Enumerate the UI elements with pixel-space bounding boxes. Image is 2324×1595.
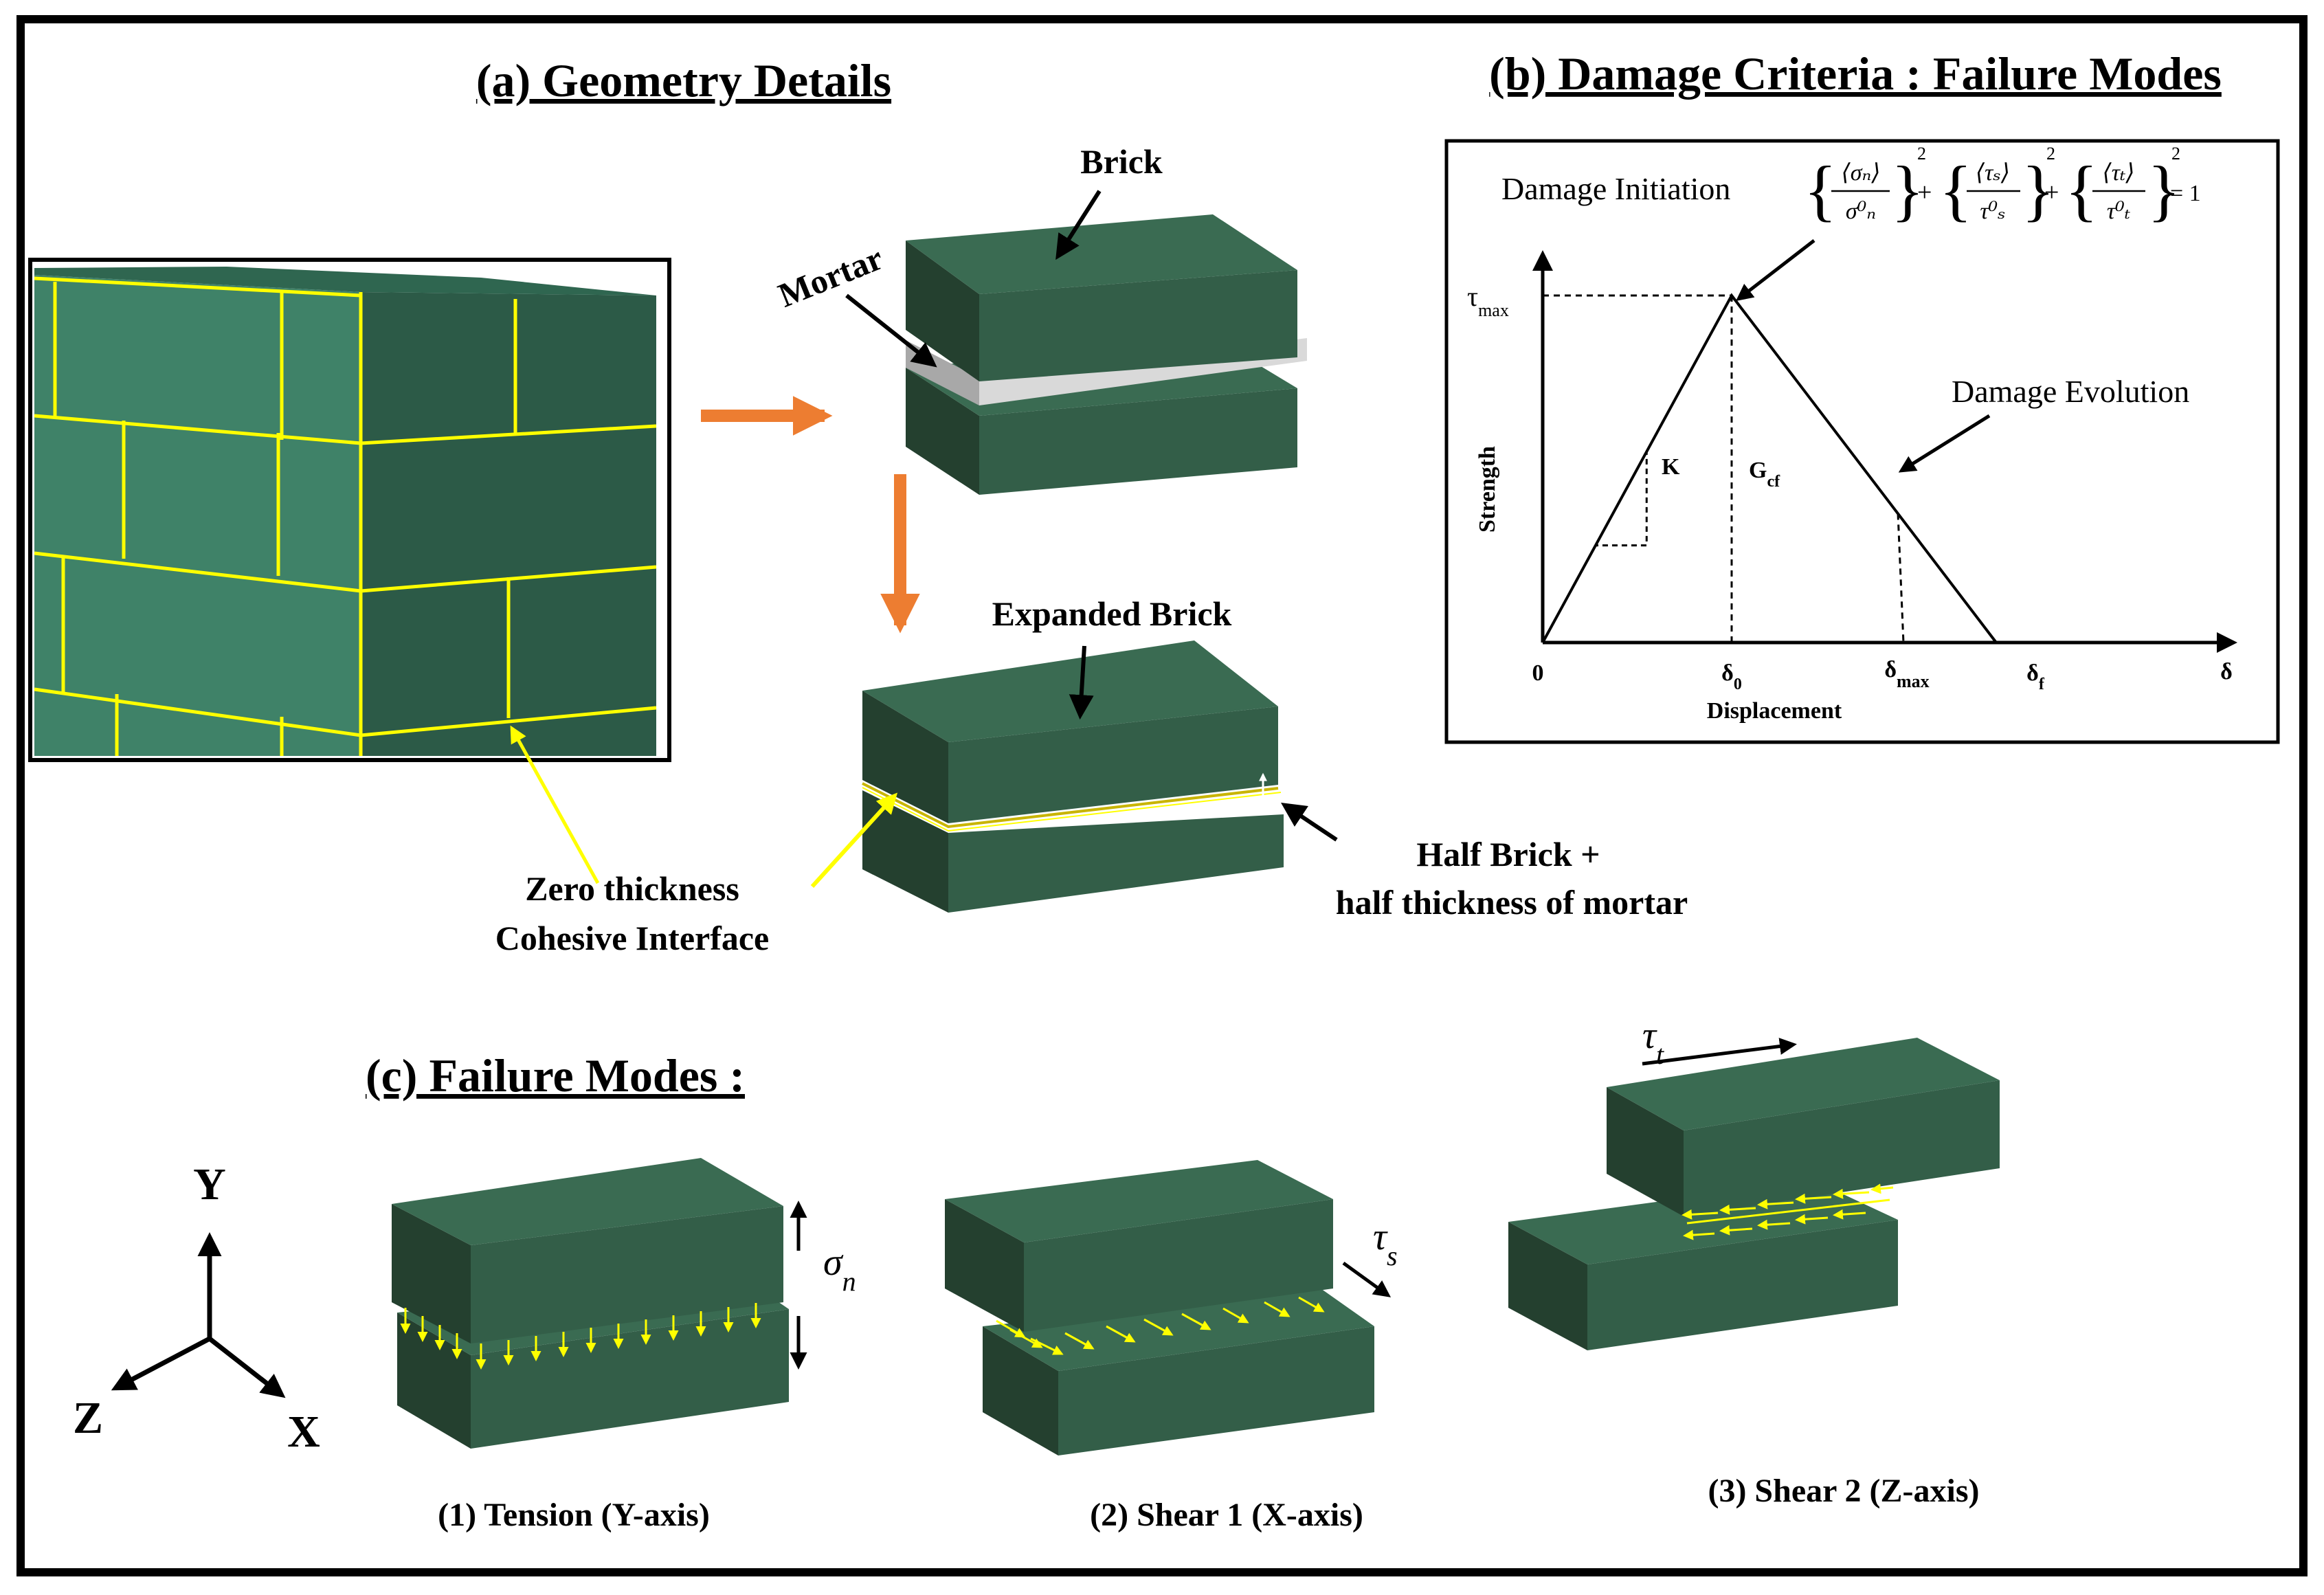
sigma-n-label: σn xyxy=(823,1241,856,1297)
stiffness-triangle xyxy=(1594,451,1648,547)
tick-delta-max: δmax xyxy=(1884,657,1929,691)
half-brick-leader xyxy=(1281,803,1338,842)
coordinate-axes xyxy=(111,1232,286,1398)
svg-text:}: } xyxy=(1891,152,1924,228)
damage-chart: τmax 0 δ0 δmax δf δ Displacement Strengt… xyxy=(1444,139,2280,744)
eq-plus-2: + xyxy=(2044,178,2059,207)
mode-tension xyxy=(392,1158,807,1449)
tau-s-label: τs xyxy=(1373,1216,1398,1271)
eq-sigma-n: ⟨σₙ⟩ xyxy=(1841,160,1880,186)
axis-x-label: X xyxy=(287,1407,320,1457)
damage-initiation-label: Damage Initiation xyxy=(1501,171,1730,206)
eq-tau0-t: τ⁰ₜ xyxy=(2107,199,2131,224)
expanded-brick-leader xyxy=(1069,645,1094,720)
wall-joints xyxy=(34,276,657,756)
shear-z-force-arrows xyxy=(1681,1183,1894,1240)
panel-b-title: (b) Damage Criteria : Failure Modes xyxy=(1489,47,2222,100)
svg-text:{: { xyxy=(1804,152,1837,228)
tick-delta-0: δ0 xyxy=(1721,660,1742,693)
brick-leader xyxy=(1055,190,1102,260)
eq-equals: = 1 xyxy=(2170,181,2201,206)
eq-square-2: 2 xyxy=(2046,144,2055,164)
panel-c-title: (c) Failure Modes : xyxy=(366,1049,745,1102)
tick-tau-max: τmax xyxy=(1467,281,1509,320)
eq-plus-1: + xyxy=(1917,178,1932,207)
eq-square-3: 2 xyxy=(2171,144,2180,164)
label-half-brick: Half Brick + xyxy=(1416,835,1600,873)
caption-mode-3: (3) Shear 2 (Z-axis) xyxy=(1708,1473,1979,1509)
tick-zero: 0 xyxy=(1532,660,1544,686)
stiffness-label: K xyxy=(1662,454,1680,480)
tick-delta-f: δf xyxy=(2026,660,2045,693)
axis-z-label: Z xyxy=(73,1393,103,1443)
eq-tau0-s: τ⁰ₛ xyxy=(1980,199,2005,224)
label-zero-thickness: Zero thickness xyxy=(525,869,739,908)
panel-a-title: (a) Geometry Details xyxy=(476,54,891,107)
tau-t-label: τt xyxy=(1642,1014,1664,1070)
tick-delta: δ xyxy=(2220,659,2233,684)
caption-mode-2: (2) Shear 1 (X-axis) xyxy=(1090,1497,1363,1533)
brick-with-mortar xyxy=(906,214,1307,495)
tension-force-arrows xyxy=(400,1303,761,1370)
expanded-brick xyxy=(862,640,1284,913)
eq-tau-t: ⟨τₜ⟩ xyxy=(2102,160,2134,186)
chart-marks xyxy=(1541,293,1998,644)
caption-mode-1: (1) Tension (Y-axis) xyxy=(438,1497,710,1533)
svg-text:}: } xyxy=(2022,152,2055,228)
damage-initiation-leader xyxy=(1736,239,1815,302)
y-axis-label: Strength xyxy=(1475,446,1500,533)
label-cohesive-interface: Cohesive Interface xyxy=(495,919,770,957)
chart-frame xyxy=(1444,139,2280,744)
svg-text:{: { xyxy=(2065,152,2098,228)
damage-initiation-equation: { ⟨σₙ⟩ σ⁰ₙ } 2 + { ⟨τₛ⟩ τ⁰ₛ } 2 + { ⟨τₜ⟩… xyxy=(1804,144,2201,228)
x-axis-label: Displacement xyxy=(1707,698,1842,724)
eq-square-1: 2 xyxy=(1917,144,1926,164)
eq-sigma0-n: σ⁰ₙ xyxy=(1846,199,1876,224)
label-brick: Brick xyxy=(1080,142,1163,181)
label-half-mortar: half thickness of mortar xyxy=(1336,883,1688,922)
mode-shear-x xyxy=(945,1160,1392,1455)
eq-tau-s: ⟨τₛ⟩ xyxy=(1976,160,2010,186)
svg-text:}: } xyxy=(2147,152,2180,228)
fracture-energy-label: Gcf xyxy=(1749,458,1780,491)
shear-x-force-arrows xyxy=(996,1296,1325,1355)
axis-y-label: Y xyxy=(193,1159,226,1209)
masonry-wall xyxy=(28,258,671,884)
mortar-leader xyxy=(845,293,937,368)
svg-text:{: { xyxy=(1939,152,1972,228)
label-expanded-brick: Expanded Brick xyxy=(992,594,1232,633)
damage-evolution-leader xyxy=(1898,414,1991,473)
mode-shear-z xyxy=(1508,1038,2000,1350)
damage-evolution-label: Damage Evolution xyxy=(1952,374,2189,409)
interface-leader xyxy=(810,792,898,889)
